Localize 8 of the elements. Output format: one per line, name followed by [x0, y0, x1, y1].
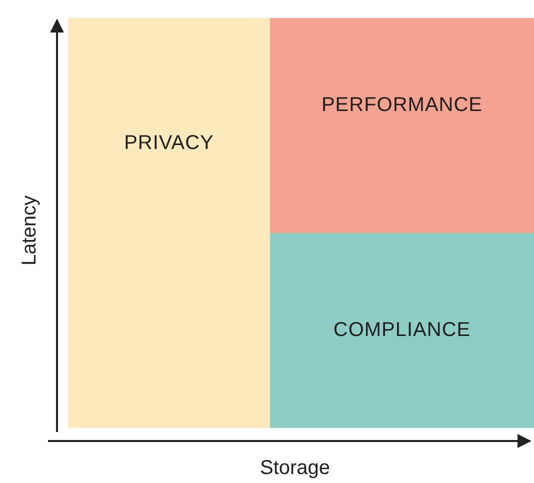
axis-label: Storage — [260, 456, 330, 480]
quadrant-region — [270, 233, 534, 428]
quadrant-label: PERFORMANCE — [321, 94, 483, 117]
quadrant-region — [270, 18, 534, 233]
axis-label: Latency — [18, 194, 42, 266]
quadrant-region — [68, 18, 270, 428]
quadrant-label: PRIVACY — [124, 132, 214, 154]
quadrant-label: COMPLIANCE — [333, 319, 471, 342]
